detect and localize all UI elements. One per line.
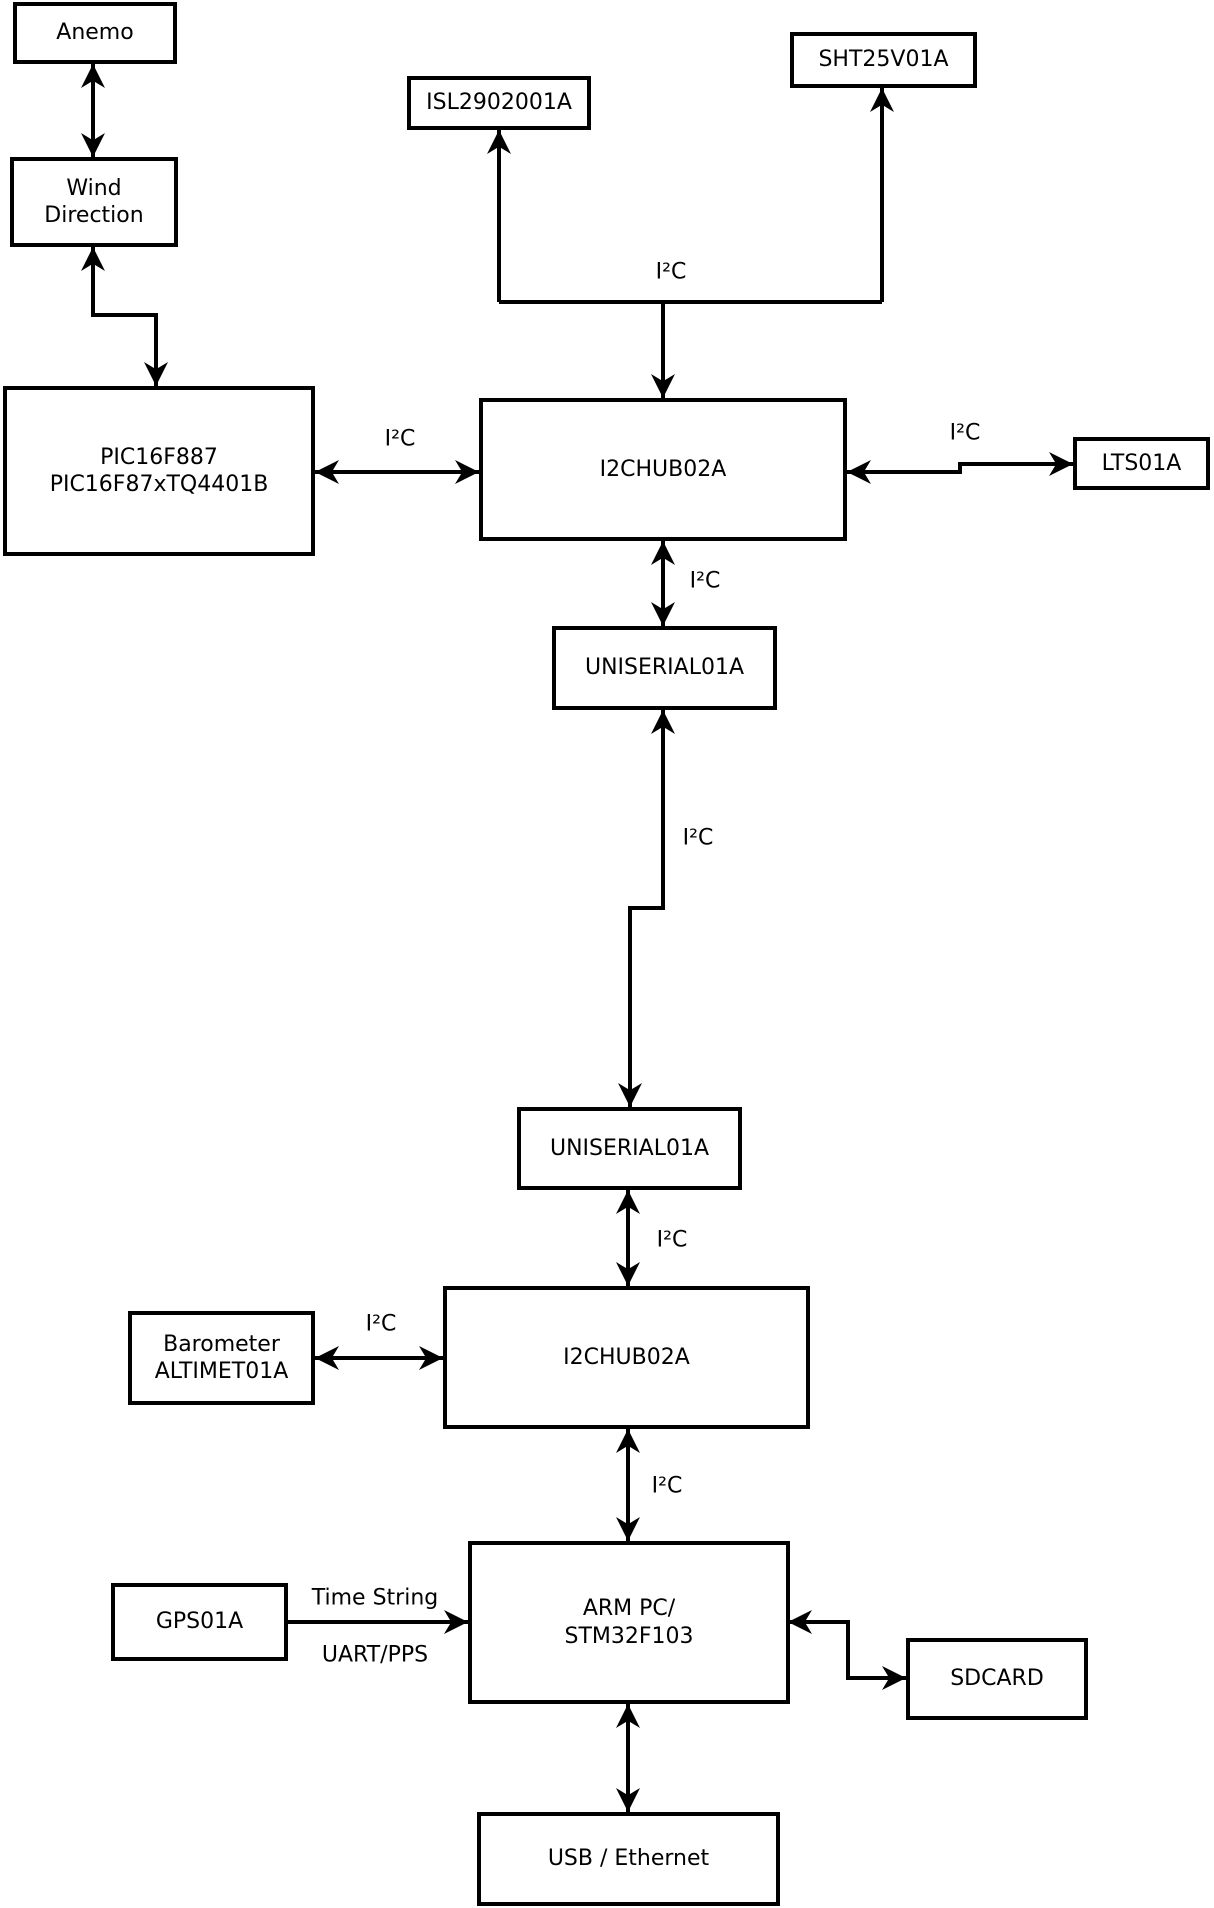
label-i2c-hub1-lts: I²C [949,420,981,446]
node-sht25v01a-label: SHT25V01A [818,47,949,73]
node-sht25v01a: SHT25V01A [790,32,977,88]
label-i2c-uni2-hub2: I²C [656,1227,688,1253]
node-i2chub02a-2-label: I2CHUB02A [563,1344,690,1370]
edge-wind-pic [81,247,168,386]
label-i2c-junction: I²C [655,259,687,285]
node-wind-direction-line1: Wind [66,175,122,201]
label-i2c-hub1-uni1: I²C [689,568,721,594]
label-uart-pps: UART/PPS [321,1642,429,1668]
label-i2c-baro-hub2: I²C [365,1311,397,1337]
node-gps01a: GPS01A [111,1583,288,1661]
node-wind-direction-line2: Direction [44,203,144,228]
label-time-string: Time String [311,1585,439,1611]
node-arm-pc-line1: ARM PC/ [582,1596,676,1622]
node-usb-ethernet: USB / Ethernet [477,1812,780,1906]
node-i2chub02a-1-label: I2CHUB02A [599,456,727,482]
node-pic16f887: PIC16F887 PIC16F87xTQ4401B [3,386,315,556]
node-uniserial01a-1: UNISERIAL01A [552,626,777,710]
node-sdcard: SDCARD [906,1638,1088,1720]
label-i2c-uni1-uni2: I²C [682,825,714,851]
node-pic16f887-line2: PIC16F87xTQ4401B [49,472,269,497]
node-wind-direction: Wind Direction [10,157,178,247]
label-i2c-pic-hub1: I²C [384,426,416,452]
node-i2chub02a-1: I2CHUB02A [479,398,847,541]
edge-hub1-lts [847,452,1073,484]
node-arm-pc-stm32f103: ARM PC/ STM32F103 [468,1541,790,1704]
node-uniserial01a-2-label: UNISERIAL01A [549,1135,710,1161]
node-barometer-line1: Barometer [163,1331,280,1357]
edge-arm-sdcard [788,1610,906,1690]
node-uniserial01a-2: UNISERIAL01A [517,1107,742,1190]
node-anemo: Anemo [13,2,177,64]
node-arm-pc-line2: STM32F103 [564,1623,694,1649]
node-gps01a-label: GPS01A [155,1609,244,1635]
node-usb-ethernet-label: USB / Ethernet [547,1846,710,1872]
node-sdcard-label: SDCARD [950,1666,1044,1692]
edge-uni1-uni2 [618,710,675,1107]
node-i2chub02a-2: I2CHUB02A [443,1286,810,1429]
label-i2c-hub2-arm: I²C [651,1473,683,1499]
node-uniserial01a-1-label: UNISERIAL01A [584,655,745,681]
node-isl2902001a-label: ISL2902001A [426,90,572,116]
node-isl2902001a: ISL2902001A [407,76,591,130]
node-barometer-line2: ALTIMET01A [154,1359,289,1384]
node-pic16f887-line1: PIC16F887 [100,444,218,470]
node-lts01a: LTS01A [1073,437,1210,490]
node-anemo-label: Anemo [56,20,134,46]
node-lts01a-label: LTS01A [1101,450,1182,476]
node-barometer-altimet01a: Barometer ALTIMET01A [128,1311,315,1405]
